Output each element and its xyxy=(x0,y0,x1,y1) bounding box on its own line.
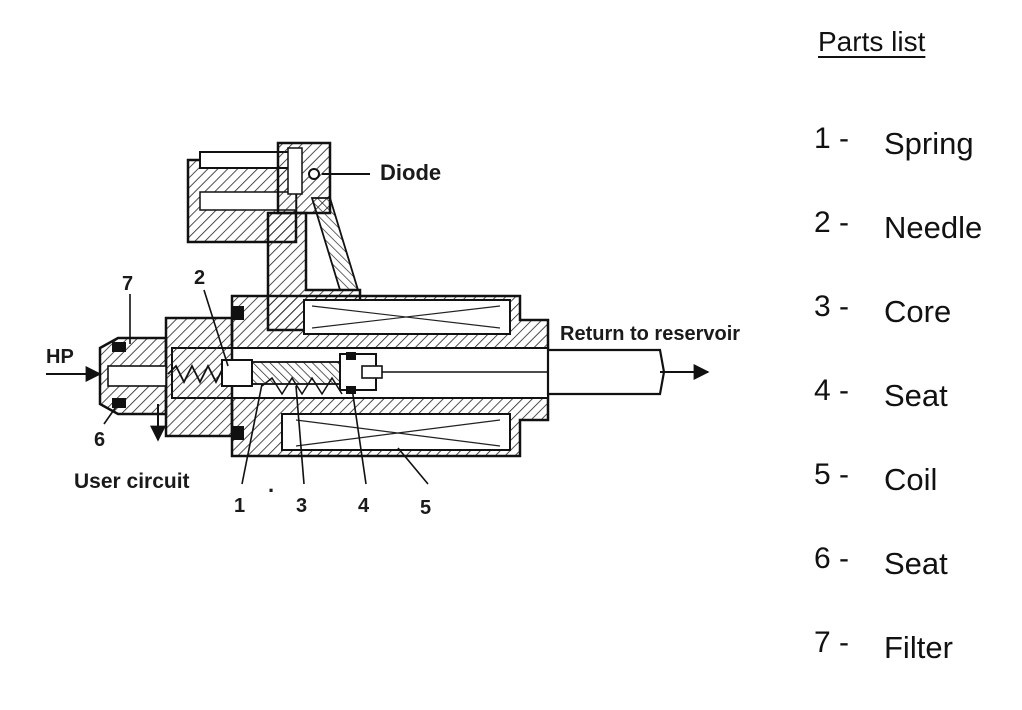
hp-label: HP xyxy=(46,346,74,368)
internals xyxy=(167,352,548,396)
valve-diagram: Diode Return to reservoir HP User circui… xyxy=(46,141,740,519)
part-number: 2 - xyxy=(814,206,850,239)
parts-list-item: 6 - Seat xyxy=(814,542,1014,626)
part-name: Spring xyxy=(884,126,974,161)
callout-6: 6 xyxy=(94,429,105,451)
inlet-fitting xyxy=(98,336,168,416)
callout-7: 7 xyxy=(122,273,133,295)
parts-list-item: 5 - Coil xyxy=(814,458,1014,542)
parts-list-item: 1 - Spring xyxy=(814,122,1014,206)
part-name: Coil xyxy=(884,462,938,497)
connector xyxy=(186,141,332,244)
diode-label: Diode xyxy=(380,160,441,185)
part-name: Seat xyxy=(884,378,948,413)
return-label: Return to reservoir xyxy=(560,323,740,345)
part-number: 3 - xyxy=(814,290,850,323)
diode-marker xyxy=(308,168,320,180)
parts-list-item: 4 - Seat xyxy=(814,374,1014,458)
part-number: 1 - xyxy=(814,122,850,155)
part-name: Seat xyxy=(884,546,948,581)
parts-list-item: 2 - Needle xyxy=(814,206,1014,290)
parts-list-item: 3 - Core xyxy=(814,290,1014,374)
user-circuit-label: User circuit xyxy=(74,470,190,493)
parts-list: 1 - Spring 2 - Needle 3 - Core 4 - Seat … xyxy=(814,122,1014,710)
dot-mark: . xyxy=(268,472,274,497)
part-number: 6 - xyxy=(814,542,850,575)
parts-list-item: 7 - Filter xyxy=(814,626,1014,710)
part-name: Core xyxy=(884,294,952,329)
part-number: 7 - xyxy=(814,626,850,659)
part-number: 5 - xyxy=(814,458,850,491)
parts-list-title: Parts list xyxy=(818,26,926,57)
callout-2: 2 xyxy=(194,267,205,289)
callout-4: 4 xyxy=(358,495,370,517)
part-name: Filter xyxy=(884,630,953,665)
return-pipe xyxy=(546,348,710,396)
callout-leaders xyxy=(103,289,429,485)
callout-3: 3 xyxy=(296,495,307,517)
callout-1: 1 xyxy=(234,495,245,517)
part-number: 4 - xyxy=(814,374,850,407)
part-name: Needle xyxy=(884,210,983,245)
callout-5: 5 xyxy=(420,497,431,519)
valve-body xyxy=(171,294,550,458)
